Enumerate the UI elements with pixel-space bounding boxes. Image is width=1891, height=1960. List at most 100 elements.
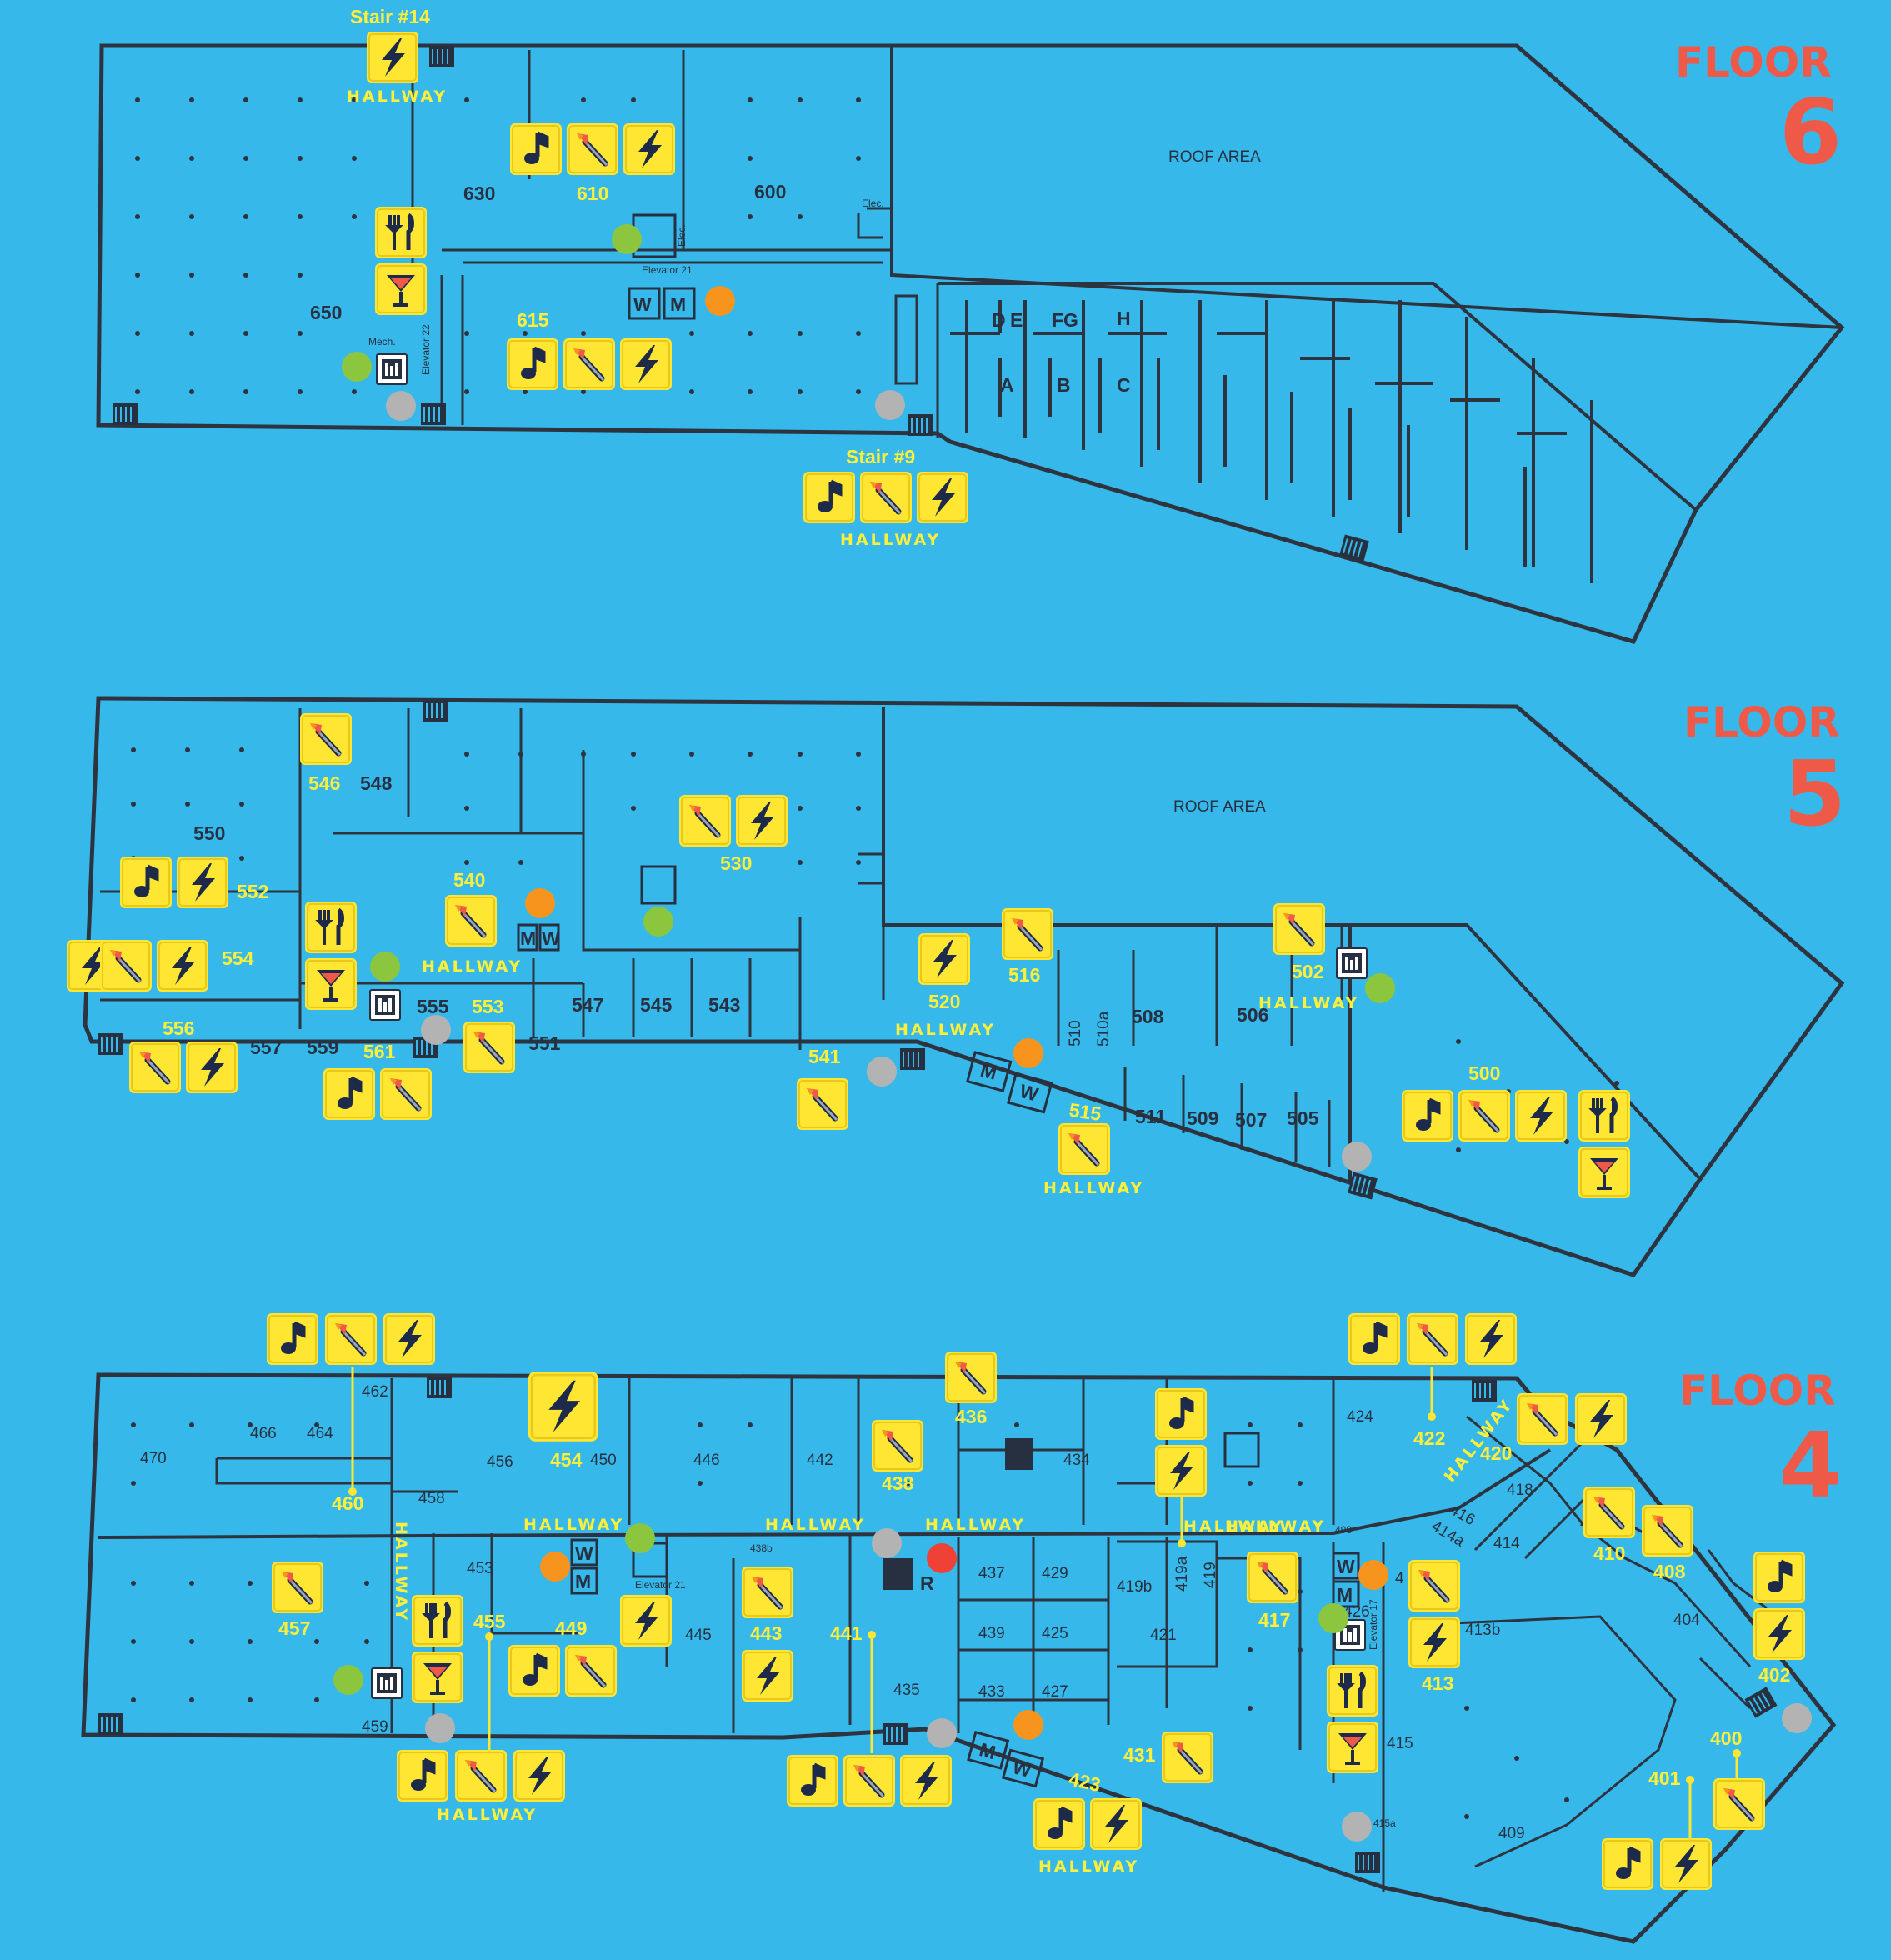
paintbrush-icon[interactable]: [1583, 1487, 1635, 1538]
room-510a[interactable]: 510a: [1095, 1011, 1113, 1047]
paintbrush-icon[interactable]: [272, 1562, 323, 1613]
room-555[interactable]: 555: [417, 996, 449, 1018]
lightning-icon[interactable]: [916, 471, 969, 524]
room-419[interactable]: 419: [1202, 1562, 1219, 1588]
room-429[interactable]: 429: [1042, 1565, 1068, 1582]
room-541[interactable]: 541: [808, 1046, 841, 1068]
status-dot-grey[interactable]: [1342, 1812, 1372, 1842]
music-note-icon[interactable]: [1602, 1838, 1653, 1890]
room-419b[interactable]: 419b: [1117, 1578, 1152, 1596]
room-441[interactable]: 441: [830, 1622, 863, 1644]
room-515[interactable]: 515: [1068, 1099, 1103, 1125]
paintbrush-icon[interactable]: [797, 1078, 848, 1130]
music-note-icon[interactable]: [1155, 1388, 1207, 1440]
paintbrush-icon[interactable]: [843, 1755, 895, 1807]
paintbrush-icon[interactable]: [100, 940, 152, 992]
room-410[interactable]: 410: [1593, 1542, 1625, 1564]
room-462[interactable]: 462: [362, 1383, 388, 1401]
room-509[interactable]: 509: [1187, 1108, 1218, 1129]
music-note-icon[interactable]: [507, 338, 558, 390]
room-559[interactable]: 559: [307, 1037, 338, 1058]
room-650[interactable]: 650: [310, 302, 342, 323]
room-502[interactable]: 502: [1292, 961, 1323, 982]
music-note-icon[interactable]: [1402, 1090, 1453, 1142]
room-455[interactable]: 455: [473, 1611, 506, 1632]
lightning-icon[interactable]: [1089, 1798, 1143, 1851]
lightning-icon[interactable]: [1514, 1089, 1568, 1142]
room-418[interactable]: 418: [1507, 1482, 1533, 1499]
status-dot-grey[interactable]: [872, 1528, 902, 1558]
paintbrush-icon[interactable]: [325, 1313, 377, 1365]
room-442[interactable]: 442: [807, 1452, 833, 1469]
fork-knife-icon[interactable]: [375, 207, 427, 258]
room-561[interactable]: 561: [363, 1041, 396, 1062]
room-446[interactable]: 446: [693, 1452, 720, 1469]
room-466[interactable]: 466: [250, 1425, 277, 1442]
room-545[interactable]: 545: [640, 994, 673, 1016]
lightning-icon[interactable]: [623, 122, 676, 176]
room-610[interactable]: 610: [577, 182, 608, 204]
paintbrush-icon[interactable]: [1162, 1732, 1213, 1783]
info-kiosk-icon[interactable]: [369, 989, 401, 1021]
status-dot-orange[interactable]: [525, 888, 555, 918]
paintbrush-icon[interactable]: [872, 1420, 923, 1472]
room-550[interactable]: 550: [193, 822, 225, 844]
lightning-icon[interactable]: [1753, 1608, 1806, 1661]
status-dot-grey[interactable]: [386, 391, 416, 421]
status-dot-green[interactable]: [370, 952, 400, 982]
status-dot-green[interactable]: [625, 1523, 655, 1553]
room-402[interactable]: 402: [1758, 1664, 1790, 1686]
lightning-icon[interactable]: [1574, 1392, 1628, 1446]
room-548[interactable]: 548: [360, 772, 393, 794]
room-424[interactable]: 424: [1347, 1408, 1373, 1426]
paintbrush-icon[interactable]: [463, 1022, 515, 1073]
music-note-icon[interactable]: [1033, 1798, 1085, 1850]
room-454[interactable]: 454: [550, 1449, 583, 1471]
room-409[interactable]: 409: [1498, 1825, 1525, 1842]
paintbrush-icon[interactable]: [1247, 1552, 1298, 1603]
paintbrush-icon[interactable]: [1517, 1393, 1568, 1445]
paintbrush-icon[interactable]: [679, 795, 731, 847]
room-543[interactable]: 543: [708, 994, 740, 1016]
room-427[interactable]: 427: [1042, 1683, 1068, 1701]
paintbrush-icon[interactable]: [129, 1042, 181, 1093]
info-kiosk-icon[interactable]: [1336, 948, 1368, 979]
status-dot-green[interactable]: [1318, 1603, 1348, 1633]
room-498[interactable]: 498: [1335, 1524, 1352, 1536]
lightning-icon[interactable]: [1659, 1838, 1713, 1891]
room-464[interactable]: 464: [307, 1425, 333, 1442]
room-443[interactable]: 443: [750, 1622, 782, 1644]
paintbrush-icon[interactable]: [742, 1567, 793, 1618]
status-dot-grey[interactable]: [425, 1713, 455, 1743]
fork-knife-icon[interactable]: [1327, 1665, 1378, 1717]
status-dot-grey[interactable]: [1342, 1142, 1372, 1172]
room-520[interactable]: 520: [928, 991, 960, 1012]
room-433[interactable]: 433: [978, 1683, 1005, 1701]
lightning-icon[interactable]: [1408, 1616, 1461, 1669]
room-510[interactable]: 510: [1067, 1020, 1084, 1047]
paintbrush-icon[interactable]: [563, 338, 615, 390]
cocktail-glass-icon[interactable]: [303, 957, 358, 1012]
room-450[interactable]: 450: [590, 1452, 617, 1469]
status-dot-grey[interactable]: [875, 390, 905, 420]
room-554[interactable]: 554: [222, 948, 254, 969]
room-4[interactable]: 4: [1395, 1570, 1404, 1588]
status-dot-grey[interactable]: [1782, 1703, 1812, 1733]
status-dot-green[interactable]: [1365, 973, 1395, 1003]
paintbrush-icon[interactable]: [1458, 1090, 1510, 1142]
music-note-icon[interactable]: [1348, 1313, 1400, 1365]
room-460[interactable]: 460: [332, 1492, 363, 1514]
status-dot-green[interactable]: [643, 907, 673, 937]
paintbrush-icon[interactable]: [860, 472, 912, 523]
paintbrush-icon[interactable]: [1408, 1560, 1460, 1612]
room-401[interactable]: 401: [1648, 1768, 1681, 1789]
lightning-icon[interactable]: [1154, 1444, 1208, 1498]
room-408[interactable]: 408: [1653, 1561, 1686, 1582]
paintbrush-icon[interactable]: [567, 123, 618, 175]
paintbrush-icon[interactable]: [300, 713, 352, 765]
room-457[interactable]: 457: [278, 1618, 310, 1639]
room-540[interactable]: 540: [453, 869, 485, 891]
room-615[interactable]: 615: [517, 309, 549, 331]
room-458[interactable]: 458: [418, 1490, 445, 1508]
music-note-icon[interactable]: [1753, 1552, 1805, 1603]
